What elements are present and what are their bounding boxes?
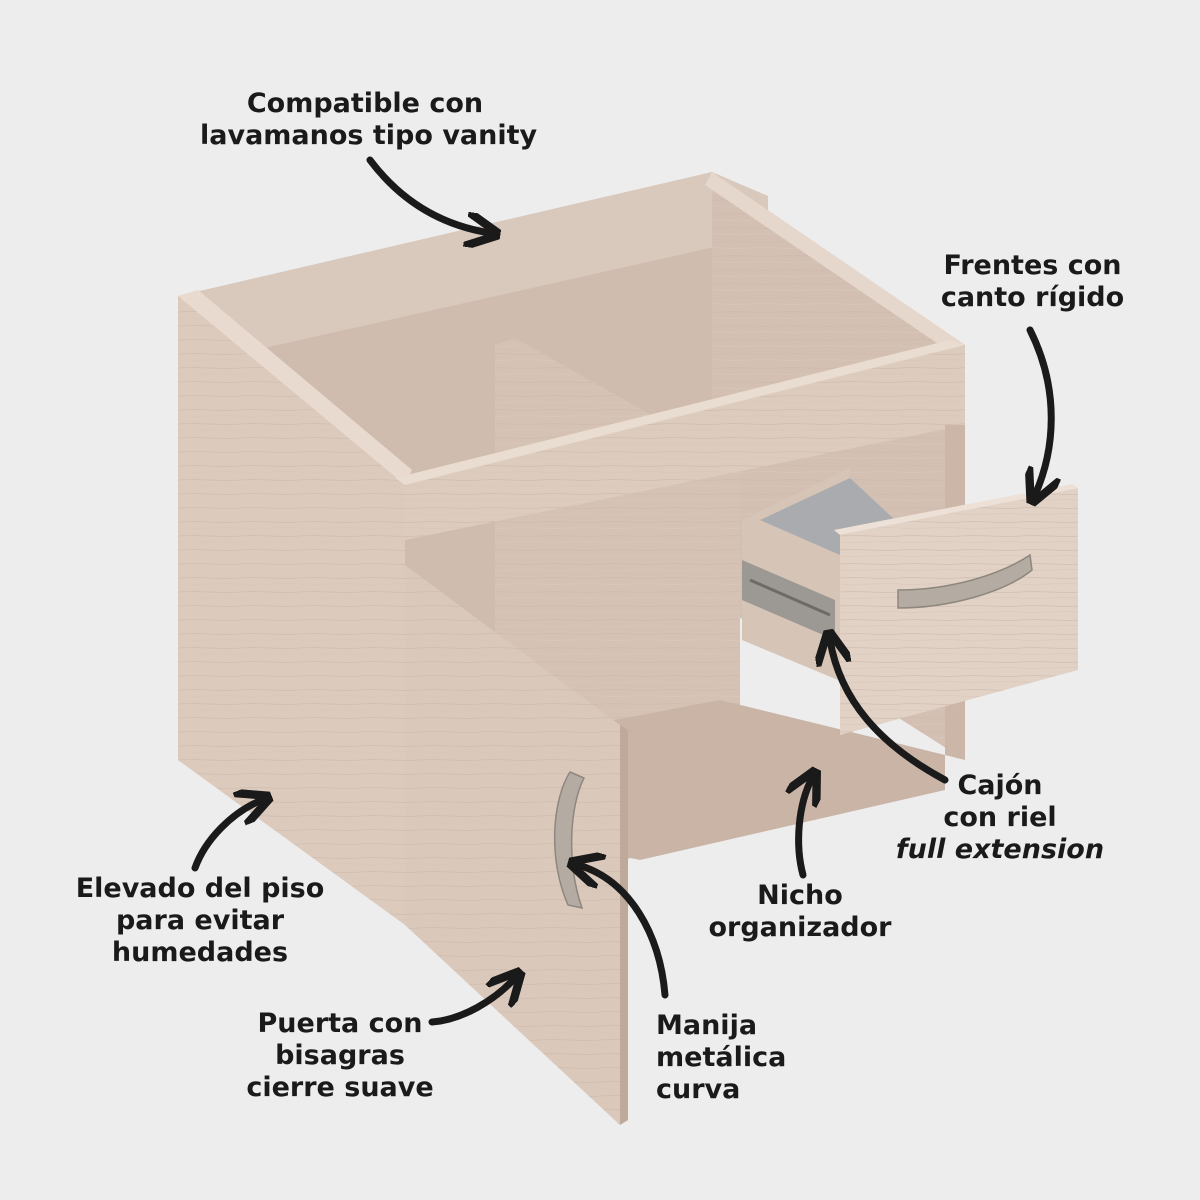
arrow-nicho [799, 778, 812, 879]
door[interactable] [405, 565, 628, 1125]
label-manija: Manija metálica curva [656, 1010, 787, 1105]
label-nicho: Nicho organizador [708, 880, 892, 943]
arrow-cajon [830, 640, 949, 784]
arrow-frentes [1030, 326, 1051, 495]
label-cajon: Cajón con riel full extension [895, 770, 1105, 865]
label-puerta: Puerta con bisagras cierre suave [246, 1008, 434, 1103]
drawer-handle[interactable] [897, 553, 1033, 609]
arrow-puerta [428, 978, 515, 1026]
annotation-arrows [191, 156, 1051, 1026]
arrow-manija [578, 865, 669, 999]
top-back-rail [178, 172, 768, 355]
arrow-vanity [366, 156, 490, 233]
label-vanity: Compatible con lavamanos tipo vanity [200, 88, 538, 151]
arrow-elevado [191, 800, 262, 872]
drawer-rail [742, 560, 835, 640]
label-frentes: Frentes con canto rígido [940, 250, 1125, 313]
door-handle[interactable] [554, 771, 586, 910]
drawer[interactable] [742, 468, 1078, 735]
right-top-edge [705, 172, 965, 352]
label-elevado: Elevado del piso para evitar humedades [75, 873, 325, 968]
